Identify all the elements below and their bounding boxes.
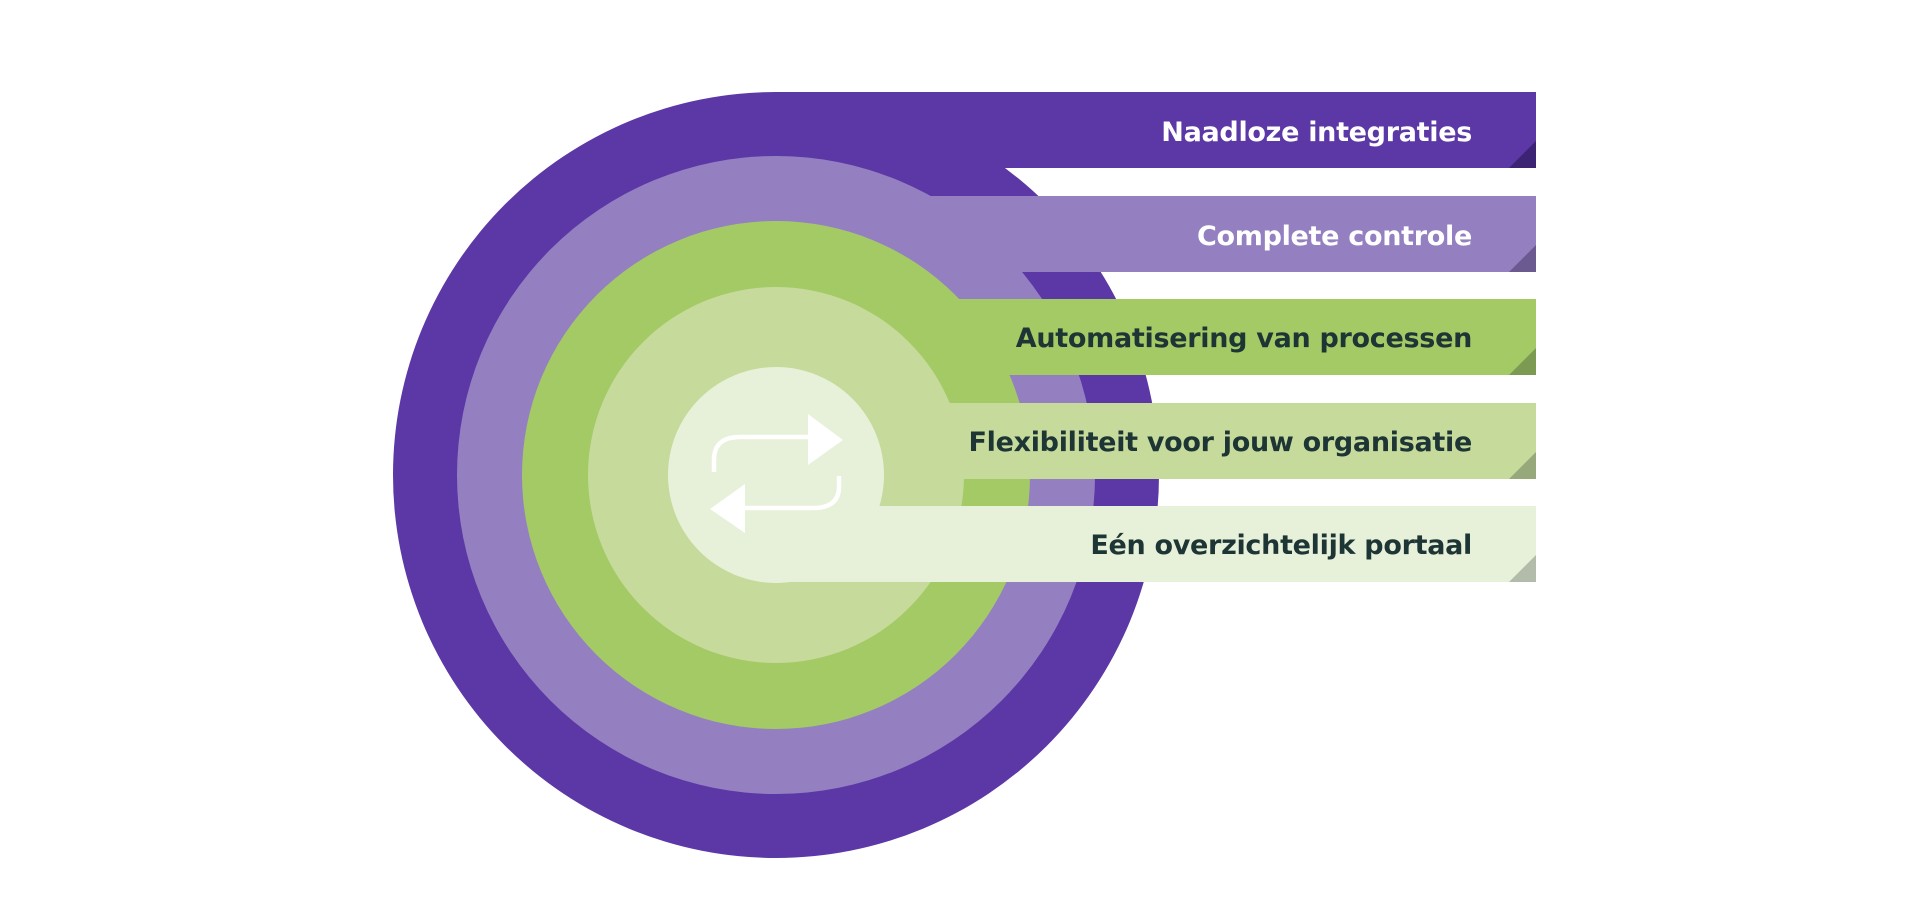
arrow-left-head: [710, 484, 745, 533]
arrow-right-head: [808, 414, 843, 465]
label-naadloze-integraties: Naadloze integraties: [1161, 117, 1472, 148]
banner-een-overzichtelijk-portaal: [776, 506, 1536, 582]
layer-een-overzichtelijk-portaal: [668, 367, 1536, 583]
banner-naadloze-integraties: [776, 92, 1536, 168]
label-flexibiliteit-voor-jouw-organisatie: Flexibiliteit voor jouw organisatie: [969, 427, 1473, 458]
banner-flexibiliteit-voor-jouw-organisatie: [776, 403, 1536, 479]
arrow-left-line: [742, 476, 842, 511]
label-een-overzichtelijk-portaal: Eén overzichtelijk portaal: [1090, 530, 1472, 561]
swap-arrows-icon: [710, 414, 843, 533]
arrow-right-line: [711, 434, 812, 472]
banner-fold-complete-controle: [1509, 245, 1536, 272]
banner-fold-automatisering-van-processen: [1509, 348, 1536, 375]
label-automatisering-van-processen: Automatisering van processen: [1016, 323, 1472, 354]
label-complete-controle: Complete controle: [1197, 221, 1472, 252]
banner-fold-naadloze-integraties: [1509, 141, 1536, 168]
banner-fold-een-overzichtelijk-portaal: [1509, 555, 1536, 582]
banner-fold-flexibiliteit-voor-jouw-organisatie: [1509, 452, 1536, 479]
